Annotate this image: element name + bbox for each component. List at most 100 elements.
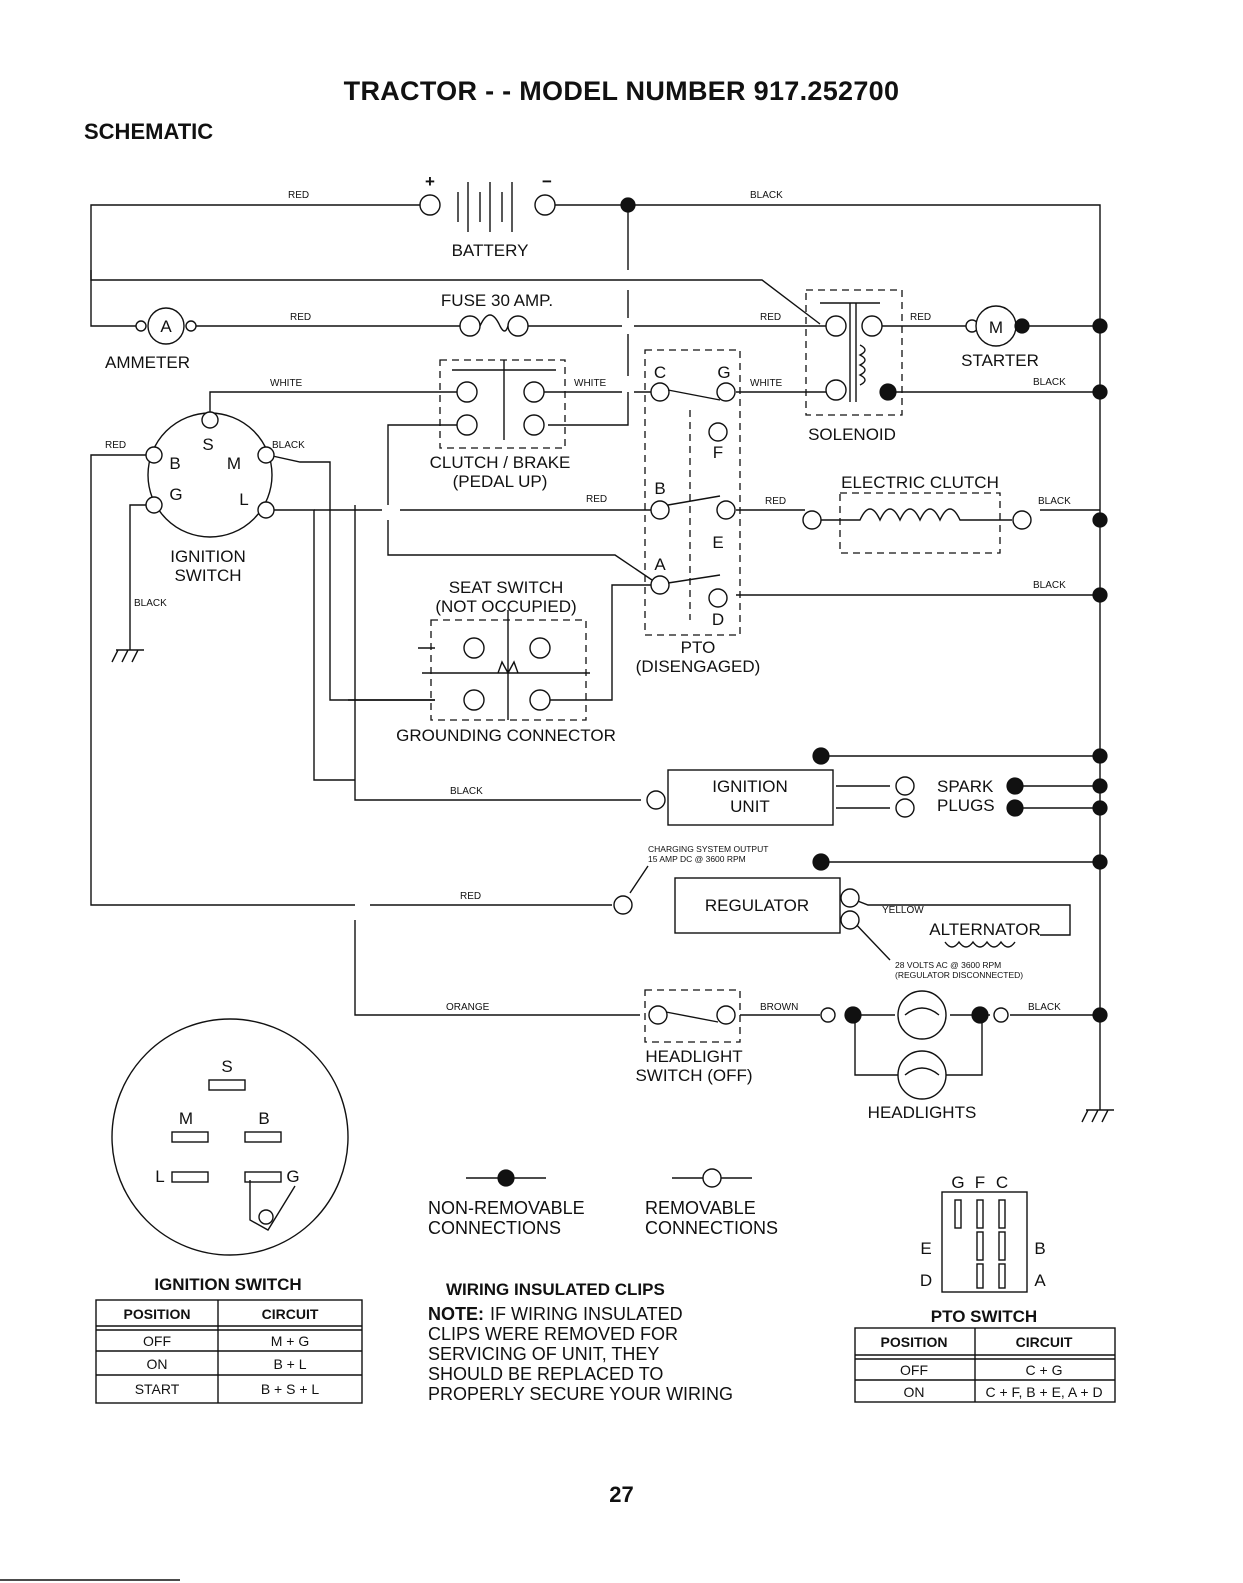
wire-clutch-pto-b: [387, 424, 653, 581]
clips-line-3: SERVICING OF UNIT, THEY: [428, 1344, 659, 1364]
headlight-switch-label-2: SWITCH (OFF): [635, 1066, 752, 1085]
alternator: ALTERNATOR 28 VOLTS AC @ 3600 RPM (REGUL…: [895, 920, 1041, 980]
pto-table-r1-pos: ON: [904, 1384, 925, 1400]
wire-white-s: [209, 391, 459, 420]
electric-clutch-label: ELECTRIC CLUTCH: [841, 473, 999, 492]
face-label-b: B: [258, 1109, 269, 1128]
starter: M STARTER: [961, 305, 1039, 370]
clips-line-4: SHOULD BE REPLACED TO: [428, 1364, 663, 1384]
pto-table-r0-circ: C + G: [1026, 1362, 1063, 1378]
wire-seat-left: [348, 647, 435, 701]
pto-switch-table: PTO SWITCH POSITION CIRCUIT OFF C + G ON…: [854, 1307, 1116, 1403]
pto-table-r0-pos: OFF: [900, 1362, 928, 1378]
pto-switch-schematic: C G F B E A D PTO (DISENGAGED): [636, 349, 761, 676]
pto-face-g: G: [951, 1173, 964, 1192]
wire-label-red-ammeter: RED: [290, 312, 311, 323]
battery: + − BATTERY: [419, 172, 636, 260]
starter-label: STARTER: [961, 351, 1039, 370]
pto-term-e: E: [712, 533, 723, 552]
wire-label-black-headlight: BLACK: [1028, 1002, 1061, 1013]
ign-table-header-position: POSITION: [124, 1306, 191, 1322]
pto-term-c: C: [654, 363, 666, 382]
seat-switch-label-1: SEAT SWITCH: [449, 578, 564, 597]
ammeter-label: AMMETER: [105, 353, 190, 372]
fuse: FUSE 30 AMP.: [441, 291, 553, 337]
face-label-g: G: [286, 1167, 299, 1186]
wire-label-black-pto: BLACK: [1033, 580, 1066, 591]
ign-term-s: S: [202, 435, 213, 454]
wire-label-white-solenoid: WHITE: [750, 378, 783, 389]
wires: [90, 204, 1114, 1123]
clips-note-label: NOTE:: [428, 1304, 484, 1324]
wire-ammeter-left: [90, 270, 143, 327]
pto-term-d: D: [712, 610, 724, 629]
pto-term-a: A: [654, 555, 666, 574]
solenoid: SOLENOID: [805, 289, 903, 444]
ign-term-l: L: [239, 490, 248, 509]
grounding-connector-label: GROUNDING CONNECTOR: [396, 726, 616, 745]
pto-face-e: E: [920, 1239, 931, 1258]
ignition-switch-face: S M B L G: [111, 1018, 349, 1256]
pto-face-a: A: [1034, 1271, 1046, 1290]
wire-label-red-pto: RED: [586, 494, 607, 505]
wire-label-red-regulator: RED: [460, 891, 481, 902]
legend-non-removable-2: CONNECTIONS: [428, 1218, 561, 1238]
wire-label-yellow: YELLOW: [882, 905, 924, 916]
spark-plugs-label-1: SPARK: [937, 777, 994, 796]
ign-table-r2-circ: B + S + L: [261, 1381, 320, 1397]
page-number: 27: [609, 1482, 634, 1507]
starter-symbol: M: [989, 318, 1003, 337]
ammeter: A AMMETER: [105, 307, 197, 372]
clips-line-2: CLIPS WERE REMOVED FOR: [428, 1324, 678, 1344]
seat-switch-label-2: (NOT OCCUPIED): [435, 597, 576, 616]
legend-removable-2: CONNECTIONS: [645, 1218, 778, 1238]
ignition-table-title: IGNITION SWITCH: [154, 1275, 301, 1294]
ground-bus-dots: [1092, 318, 1108, 1023]
page-subtitle: SCHEMATIC: [84, 119, 214, 144]
spark-plugs-label-2: PLUGS: [937, 796, 995, 815]
wire-label-black-ground: BLACK: [134, 598, 167, 609]
clutch-brake-label-1: CLUTCH / BRAKE: [430, 453, 571, 472]
alt-note-2: (REGULATOR DISCONNECTED): [895, 970, 1023, 980]
wire-label-black-solenoid: BLACK: [1033, 377, 1066, 388]
wire-label-black-ignunit: BLACK: [450, 786, 483, 797]
wire-label-orange: ORANGE: [446, 1002, 490, 1013]
regulator-label: REGULATOR: [705, 896, 809, 915]
pto-switch-face: G F C E B D A: [920, 1173, 1046, 1293]
solenoid-label: SOLENOID: [808, 425, 896, 444]
face-label-s: S: [221, 1057, 232, 1076]
pto-table-header-position: POSITION: [881, 1334, 948, 1350]
legend-removable-1: REMOVABLE: [645, 1198, 756, 1218]
ignition-switch-schematic: S B M G L IGNITION SWITCH: [145, 411, 275, 585]
headlight-switch-label-1: HEADLIGHT: [645, 1047, 742, 1066]
wire-labels: RED BLACK RED RED RED WHITE WHITE WHITE …: [105, 190, 1071, 1013]
face-label-l: L: [155, 1167, 164, 1186]
wire-label-red-solenoid: RED: [760, 312, 781, 323]
headlights-label: HEADLIGHTS: [868, 1103, 977, 1122]
wire-label-red-battery: RED: [288, 190, 309, 201]
headlight-switch: HEADLIGHT SWITCH (OFF): [635, 989, 753, 1085]
ignition-unit-label-2: UNIT: [730, 797, 770, 816]
pto-table-title: PTO SWITCH: [931, 1307, 1037, 1326]
battery-label: BATTERY: [452, 241, 529, 260]
pto-table-r1-circ: C + F, B + E, A + D: [985, 1384, 1102, 1400]
ign-table-r1-pos: ON: [147, 1356, 168, 1372]
ign-table-r2-pos: START: [135, 1381, 180, 1397]
ignition-unit-label-1: IGNITION: [712, 777, 788, 796]
wire-ign-g-black: [129, 504, 150, 650]
clips-line-5: PROPERLY SECURE YOUR WIRING: [428, 1384, 733, 1404]
wire-label-black-clutch: BLACK: [1038, 496, 1071, 507]
pto-label-2: (DISENGAGED): [636, 657, 761, 676]
ignition-switch-label-2: SWITCH: [174, 566, 241, 585]
pto-face-f: F: [975, 1173, 985, 1192]
charging-label-2: 15 AMP DC @ 3600 RPM: [648, 854, 746, 864]
wire-ign-m-black: [267, 454, 435, 701]
regulator: CHARGING SYSTEM OUTPUT 15 AMP DC @ 3600 …: [613, 844, 860, 934]
wire-orange: [354, 920, 640, 1016]
battery-minus: −: [542, 172, 552, 191]
fuse-label: FUSE 30 AMP.: [441, 291, 553, 310]
wire-ign-b-red: [90, 454, 612, 906]
clutch-brake-switch: CLUTCH / BRAKE (PEDAL UP): [430, 359, 571, 491]
clips-heading: WIRING INSULATED CLIPS: [446, 1280, 665, 1299]
